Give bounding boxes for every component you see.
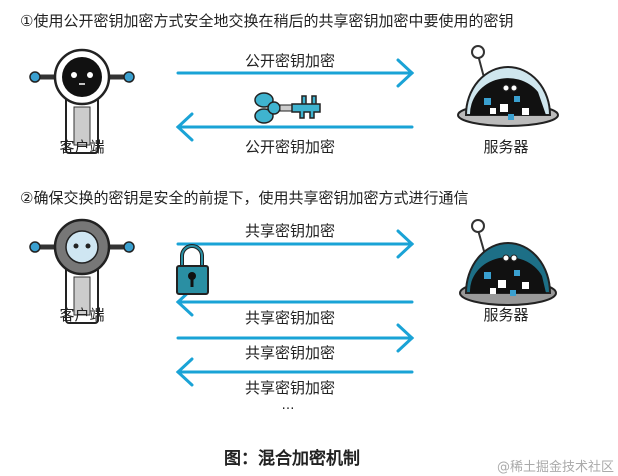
server-label-2: 服务器 xyxy=(483,306,529,324)
key-icon xyxy=(254,92,321,124)
arrow-label-shared-3: 共享密钥加密 xyxy=(244,344,336,362)
arrow-label-shared-4: 共享密钥加密 xyxy=(244,379,336,397)
arrow-label-public-2: 公开密钥加密 xyxy=(244,138,336,156)
arrow-right-1 xyxy=(176,58,415,88)
padlock-icon xyxy=(176,244,209,295)
server-robot-2 xyxy=(459,219,557,306)
section2-title: ②确保交换的密钥是安全的前提下，使用共享密钥加密方式进行通信 xyxy=(20,189,469,207)
ellipsis: … xyxy=(281,398,295,413)
arrow-label-shared-2: 共享密钥加密 xyxy=(244,309,336,327)
arrow-label-public-1: 公开密钥加密 xyxy=(244,52,336,70)
arrow-left-3 xyxy=(175,357,414,387)
server-label-1: 服务器 xyxy=(483,138,529,156)
server-robot-1 xyxy=(457,45,559,127)
client-robot-2 xyxy=(30,218,134,323)
figure-caption: 图：混合加密机制 xyxy=(224,449,360,469)
arrow-left-1 xyxy=(175,112,414,142)
client-robot-1 xyxy=(30,48,134,153)
client-label-1: 客户端 xyxy=(59,138,105,156)
client-label-2: 客户端 xyxy=(59,306,105,324)
arrow-right-2 xyxy=(176,229,415,259)
arrow-label-shared-1: 共享密钥加密 xyxy=(244,222,336,240)
section1-title: ①使用公开密钥加密方式安全地交换在稍后的共享密钥加密中要使用的密钥 xyxy=(20,12,514,30)
arrow-right-3 xyxy=(176,323,415,353)
watermark: @稀土掘金技术社区 xyxy=(496,460,614,475)
